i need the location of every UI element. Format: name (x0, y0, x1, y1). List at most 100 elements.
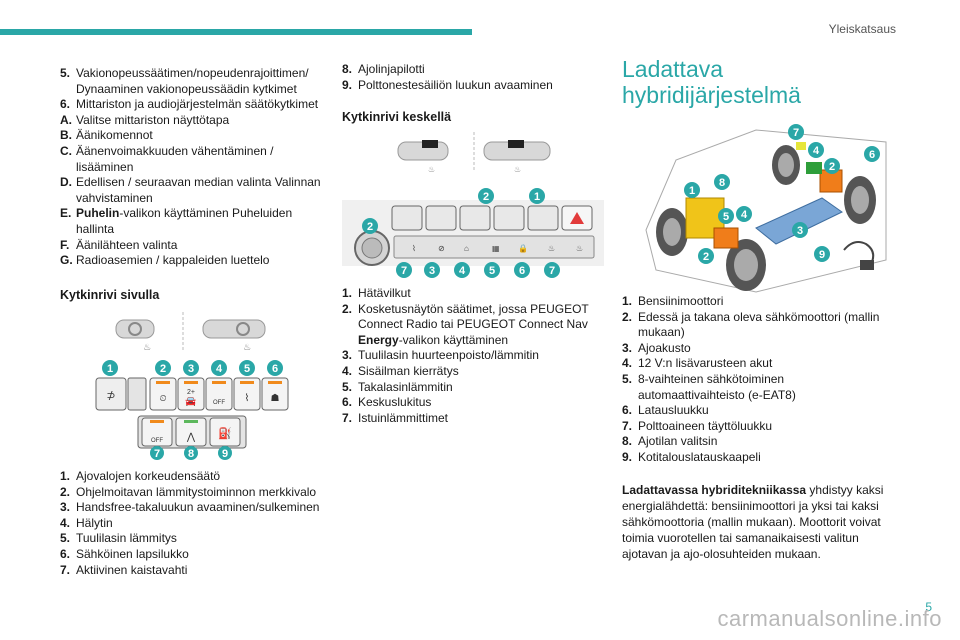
section-title: Yleiskatsaus (828, 22, 896, 36)
electric-motor-front (713, 227, 739, 249)
callout-badge (362, 218, 378, 234)
windscreen-heat-button[interactable] (233, 377, 261, 411)
list-item-key: 4. (622, 356, 633, 371)
callout-badge-label: 5 (723, 211, 729, 223)
list-item-key: 1. (342, 286, 353, 300)
callout-badge (211, 360, 227, 376)
list-item-text: Latausluukku (638, 403, 709, 418)
callout-badge-label: 5 (244, 363, 250, 375)
callout-badge-label: 3 (429, 265, 435, 277)
list-item-text: Tuulilasin lämmitys (76, 531, 177, 546)
traction-battery (755, 197, 843, 245)
callout-badge-label: 8 (188, 448, 194, 460)
list-item-text: Valitse mittariston näyttötapa (76, 112, 230, 127)
list-item-key: 8. (622, 434, 633, 449)
list-item-text: Ajotilan valitsin (638, 434, 718, 449)
list-item: 4.Hälytin (60, 516, 326, 532)
center-lower-row: ⌇ ⊘ ⌂ ▦ 🔒 ♨ ♨ (393, 235, 595, 259)
callout-badge-label: 6 (869, 149, 875, 161)
callout-badge (396, 262, 412, 278)
svg-text:♨: ♨ (514, 165, 521, 174)
list-item-text: Radioasemien / kappaleiden luettelo (76, 253, 270, 268)
list-item: 6.Keskuslukitus (342, 395, 606, 411)
callout-badge (736, 206, 752, 222)
list-item: B.Äänikomennot (60, 128, 322, 144)
list-item-key: F. (60, 237, 70, 252)
list-item-key: E. (60, 206, 72, 221)
list-item-key: 5. (60, 531, 71, 546)
list-item-key: 7. (622, 418, 633, 433)
callout-badge-label: 7 (793, 127, 799, 139)
car-icon: 🚘 (185, 396, 196, 406)
list-item: 2.Ohjelmoitavan lämmitystoiminnon merkki… (60, 485, 326, 501)
svg-text:♨: ♨ (548, 244, 555, 253)
heating-program-button[interactable] (149, 377, 177, 411)
child-lock-button[interactable] (261, 377, 289, 411)
list-item-key: 3. (622, 340, 633, 355)
list-item-text: Edessä ja takana oleva sähkömoottori (ma… (638, 309, 880, 340)
list-item-text: Äänilähteen valinta (76, 237, 178, 252)
list-item-text: Handsfree-takaluukun avaaminen/sulkemine… (76, 500, 320, 515)
list-item-text: Bensiinimoottori (638, 294, 724, 308)
list-item-text: Polttoaineen täyttöluukku (638, 418, 773, 433)
callout-badge (824, 158, 840, 174)
list-item-text: Äänenvoimakkuuden vähentäminen / lisäämi… (76, 143, 274, 174)
list-item: A.Valitse mittariston näyttötapa (60, 113, 322, 129)
list-item-key: 2. (342, 301, 353, 316)
list-item-text: Takalasinlämmitin (358, 379, 453, 394)
callout-badge (792, 222, 808, 238)
svg-text:⌇: ⌇ (412, 244, 416, 253)
tailgate-button[interactable] (177, 377, 205, 411)
callout-badge-label: 6 (519, 265, 525, 277)
list-item-text: 12 V:n lisävarusteen akut (638, 356, 773, 371)
list-item: 9.Polttonestesäiliön luukun avaaminen (342, 78, 606, 94)
clock-icon: ⏲ (159, 393, 166, 403)
list-item-key: B. (60, 128, 72, 143)
alarm-button[interactable] (205, 377, 233, 411)
list-item-key: 6. (622, 403, 633, 418)
callout-badge-label: 9 (222, 448, 228, 460)
header-accent-bar (0, 29, 472, 35)
list-item: D. Edellisen / seuraavan median valinta V… (60, 175, 322, 206)
side-switch-row-bottom: OFF ⋀ ⛽ (137, 415, 247, 449)
callout-badge (698, 248, 714, 264)
list-item-text: Edellisen / seuraavan median valinta Val… (76, 175, 321, 205)
hybrid-title: Ladattava hybridijärjestelmä (622, 56, 801, 108)
list-item-text: Vakionopeussäätimen/nopeudenrajoittimen/… (76, 66, 309, 96)
list-item-key: 3. (342, 348, 353, 363)
hybrid-description: Ladattavassa hybriditekniikassa yhdistyy… (622, 483, 884, 561)
lane-icon: ⋀ (186, 432, 196, 443)
list-item-key: C. (60, 143, 72, 158)
watermark: carmanualsonline.info (717, 606, 942, 631)
callout-badge-label: 4 (741, 209, 748, 221)
callout-badge (239, 360, 255, 376)
callout-badge (514, 262, 530, 278)
list-item: 7. Polttoaineen täyttöluukku (622, 419, 894, 435)
callout-badge (718, 208, 734, 224)
list-item-key: D. (60, 175, 72, 190)
callout-badge (150, 446, 164, 460)
svg-text:🔒: 🔒 (518, 244, 528, 253)
list-item-key: 5. (60, 66, 71, 80)
list-item: G.Radioasemien / kappaleiden luettelo (60, 253, 322, 269)
mirror-icon-right (202, 319, 266, 339)
list-item-key: 4. (60, 515, 71, 530)
callout-badge-label: 2 (829, 161, 835, 173)
callout-badge (814, 246, 830, 262)
callout-badge-label: 9 (819, 249, 825, 261)
callout-badge (684, 182, 700, 198)
steering-controls-list: 5. Vakionopeussäätimen/nopeudenrajoittime… (60, 66, 322, 269)
callout-badge (424, 262, 440, 278)
callout-badge (714, 174, 730, 190)
mirror-icons-center: ♨ ♨ (397, 132, 551, 174)
callout-badge (184, 446, 198, 460)
list-item: 4. 12 V:n lisävarusteen akut (622, 356, 894, 372)
list-item: F. Äänilähteen valinta (60, 238, 322, 254)
list-item-key: 6. (60, 97, 71, 112)
callout-badge (864, 146, 880, 162)
windscreen-heat-icon: ⌇ (245, 393, 250, 404)
callout-badge-label: 2 (483, 191, 489, 203)
list-item: 1.Bensiinimoottori (622, 294, 894, 310)
